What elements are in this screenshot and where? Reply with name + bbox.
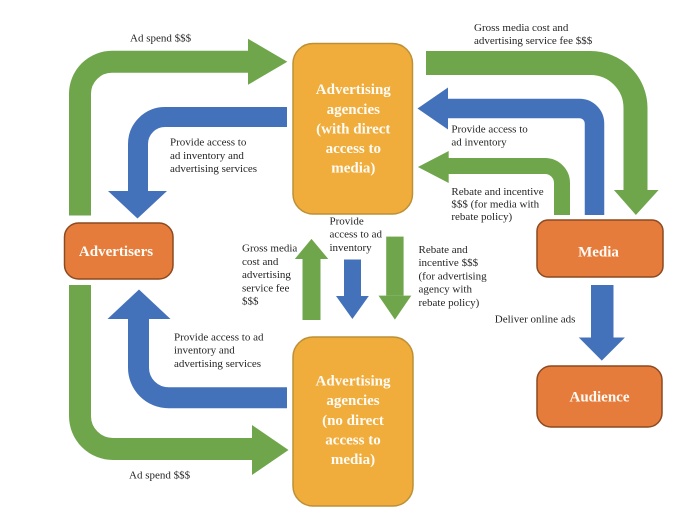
- svg-text:incentive $$$: incentive $$$: [419, 257, 479, 269]
- svg-text:rebate policy): rebate policy): [451, 211, 512, 223]
- svg-text:Provide access to: Provide access to: [451, 124, 528, 136]
- svg-text:access to: access to: [326, 141, 381, 157]
- svg-text:inventory and: inventory and: [174, 345, 235, 357]
- svg-text:Ad spend $$$: Ad spend $$$: [129, 470, 191, 482]
- svg-text:cost and: cost and: [242, 256, 279, 268]
- svg-text:advertising service fee $$$: advertising service fee $$$: [474, 35, 593, 47]
- svg-text:advertising services: advertising services: [174, 358, 261, 370]
- svg-text:inventory: inventory: [330, 242, 373, 254]
- svg-text:Advertising: Advertising: [316, 374, 392, 390]
- svg-text:Advertisers: Advertisers: [79, 244, 153, 260]
- svg-text:Ad spend $$$: Ad spend $$$: [130, 33, 192, 45]
- svg-text:ad inventory: ad inventory: [451, 137, 507, 149]
- svg-text:rebate policy): rebate policy): [419, 297, 480, 309]
- svg-text:Gross media: Gross media: [242, 243, 297, 255]
- svg-text:(with direct: (with direct: [316, 121, 390, 137]
- svg-text:access to: access to: [325, 432, 380, 448]
- svg-text:Provide access to ad: Provide access to ad: [174, 332, 264, 344]
- svg-text:Audience: Audience: [570, 390, 630, 406]
- svg-text:advertising services: advertising services: [170, 163, 257, 175]
- svg-text:(no direct: (no direct: [322, 413, 384, 429]
- svg-text:Advertising: Advertising: [316, 82, 392, 98]
- svg-text:Provide: Provide: [330, 216, 364, 228]
- svg-text:Deliver online ads: Deliver online ads: [495, 314, 576, 326]
- svg-text:agencies: agencies: [326, 393, 379, 409]
- svg-text:Media: Media: [578, 245, 619, 261]
- svg-text:media): media): [331, 452, 375, 468]
- svg-text:agencies: agencies: [327, 102, 380, 118]
- svg-text:advertising: advertising: [242, 269, 291, 281]
- svg-text:agency with: agency with: [419, 284, 473, 296]
- svg-text:$$$: $$$: [242, 296, 259, 308]
- svg-text:service fee: service fee: [242, 282, 289, 294]
- svg-text:Rebate and: Rebate and: [419, 244, 469, 256]
- svg-text:media): media): [331, 161, 375, 177]
- svg-text:Provide access to: Provide access to: [170, 137, 247, 149]
- svg-text:Rebate and incentive: Rebate and incentive: [451, 186, 543, 198]
- svg-text:Gross media cost and: Gross media cost and: [474, 22, 569, 34]
- svg-text:$$$ (for media with: $$$ (for media with: [451, 199, 539, 211]
- svg-text:access to ad: access to ad: [330, 229, 383, 241]
- svg-text:ad inventory and: ad inventory and: [170, 150, 244, 162]
- svg-text:(for advertising: (for advertising: [419, 270, 488, 282]
